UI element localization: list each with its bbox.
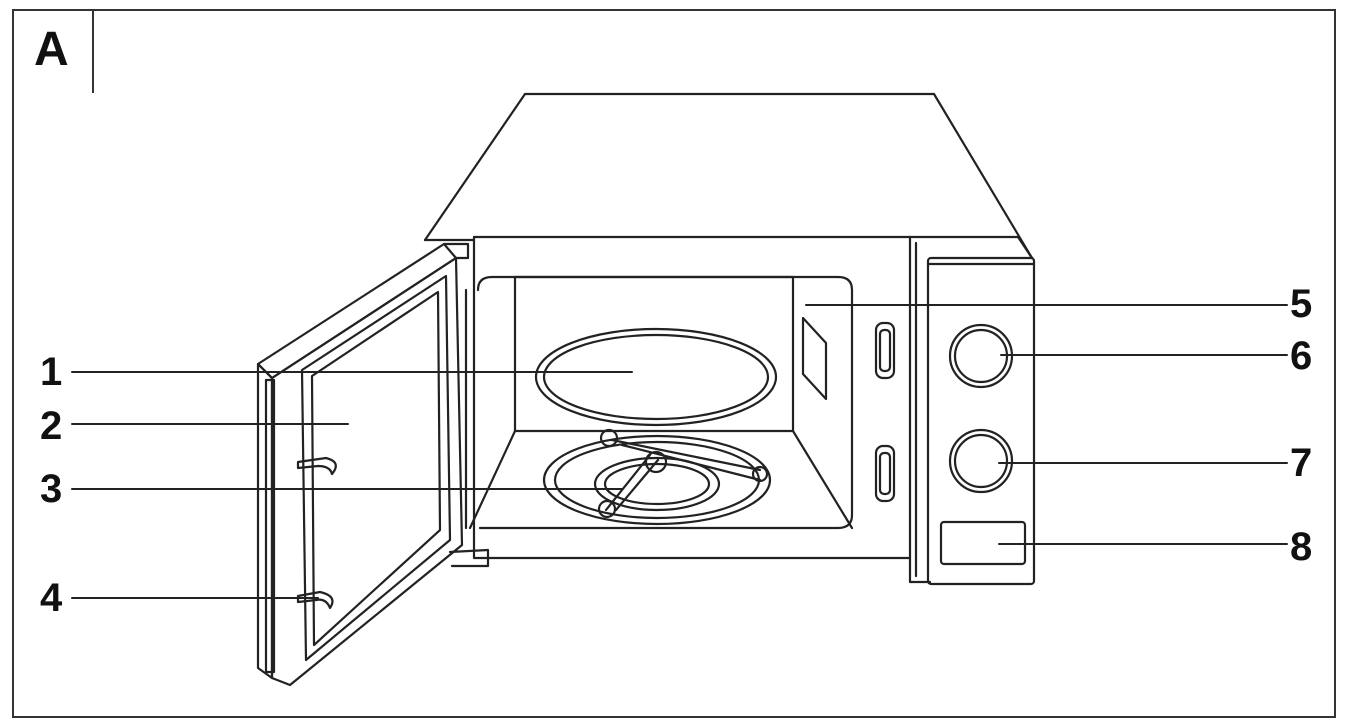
- callout-number-7: 7: [1290, 441, 1313, 485]
- oven-cavity: [464, 275, 854, 530]
- microwave-housing: [423, 92, 1034, 584]
- roller-ring: [542, 428, 772, 526]
- door-latch-hooks: [296, 456, 337, 610]
- callout-number-8: 8: [1290, 525, 1313, 569]
- callout-number-1: 1: [40, 350, 63, 394]
- callout-lines: [71, 304, 1288, 599]
- callout-number-2: 2: [40, 404, 63, 448]
- panel-divider: [92, 9, 94, 93]
- waveguide-cover: [801, 316, 828, 401]
- door: [256, 242, 490, 687]
- glass-tray: [534, 327, 778, 427]
- callout-number-6: 6: [1290, 334, 1313, 378]
- callout-number-3: 3: [40, 467, 63, 511]
- panel-label: A: [34, 23, 69, 76]
- timer-knob: [948, 428, 1014, 494]
- control-panel: [914, 241, 1036, 586]
- callout-number-4: 4: [40, 576, 63, 620]
- callout-number-5: 5: [1290, 282, 1313, 326]
- figure-frame: [12, 9, 1336, 718]
- door-interlock-slots: [874, 321, 896, 503]
